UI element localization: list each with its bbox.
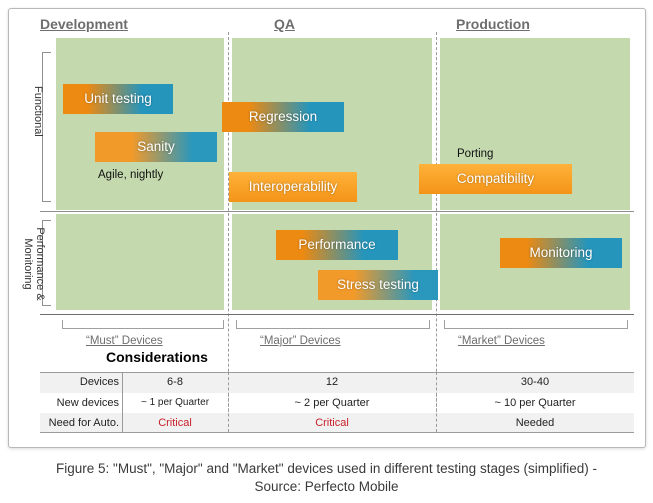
cell-need-auto-qa: Critical [315, 417, 349, 429]
figure-caption-line2: Source: Perfecto Mobile [254, 479, 399, 494]
figure-caption-line1: Figure 5: "Must", "Major" and "Market" d… [56, 461, 597, 476]
stage-divider [436, 32, 437, 432]
bar-stress-testing: Stress testing [318, 270, 438, 300]
zone-development-functional [56, 38, 224, 210]
table-column-separator [122, 372, 123, 432]
bar-monitoring: Monitoring [500, 238, 622, 268]
row-label-need-for-auto: Need for Auto. [48, 417, 119, 429]
bar-sanity: Sanity [95, 132, 217, 162]
table-row-devices [40, 373, 634, 393]
cell-devices-development: 6-8 [167, 376, 183, 388]
cell-new-devices-development: ~ 1 per Quarter [140, 397, 210, 408]
table-column-separator [436, 372, 437, 432]
cell-devices-qa: 12 [325, 376, 339, 388]
label-major-devices: “Major” Devices [260, 335, 341, 347]
functional-brace [42, 52, 51, 202]
stage-development: Development [40, 16, 128, 32]
stage-divider [228, 32, 229, 432]
devices-brace-qa [236, 320, 430, 329]
devices-brace-production [444, 320, 628, 329]
cell-need-auto-development: Critical [158, 417, 192, 429]
zone-development-performance [56, 214, 224, 310]
category-performance-monitoring: Performance & Monitoring [22, 227, 46, 301]
stage-qa: QA [274, 16, 295, 32]
category-divider [40, 211, 634, 212]
note-agile-nightly: Agile, nightly [98, 169, 164, 181]
bar-interoperability: Interoperability [229, 172, 357, 202]
bar-unit-testing: Unit testing [63, 84, 173, 114]
stage-production: Production [456, 16, 530, 32]
devices-brace-development [62, 320, 224, 329]
cell-new-devices-production: ~ 10 per Quarter [494, 397, 576, 409]
considerations-heading: Considerations [106, 349, 208, 365]
category-functional: Functional [32, 86, 44, 137]
cell-need-auto-production: Needed [515, 417, 555, 429]
table-row-need-for-auto [40, 413, 634, 433]
cell-devices-production: 30-40 [520, 376, 550, 388]
cell-new-devices-qa: ~ 2 per Quarter [294, 397, 370, 409]
bar-performance: Performance [276, 230, 398, 260]
bar-compatibility: Compatibility [419, 164, 572, 194]
label-must-devices: “Must” Devices [86, 335, 163, 347]
performance-brace [42, 220, 51, 306]
table-top-border [40, 372, 634, 373]
label-market-devices: “Market” Devices [458, 335, 545, 347]
row-label-devices: Devices [79, 376, 119, 388]
matrix-bottom-divider [40, 314, 634, 315]
table-column-separator [228, 372, 229, 432]
table-bottom-border [40, 432, 634, 433]
note-porting: Porting [457, 148, 494, 160]
row-label-new-devices: New devices [56, 397, 119, 409]
bar-regression: Regression [222, 102, 344, 132]
